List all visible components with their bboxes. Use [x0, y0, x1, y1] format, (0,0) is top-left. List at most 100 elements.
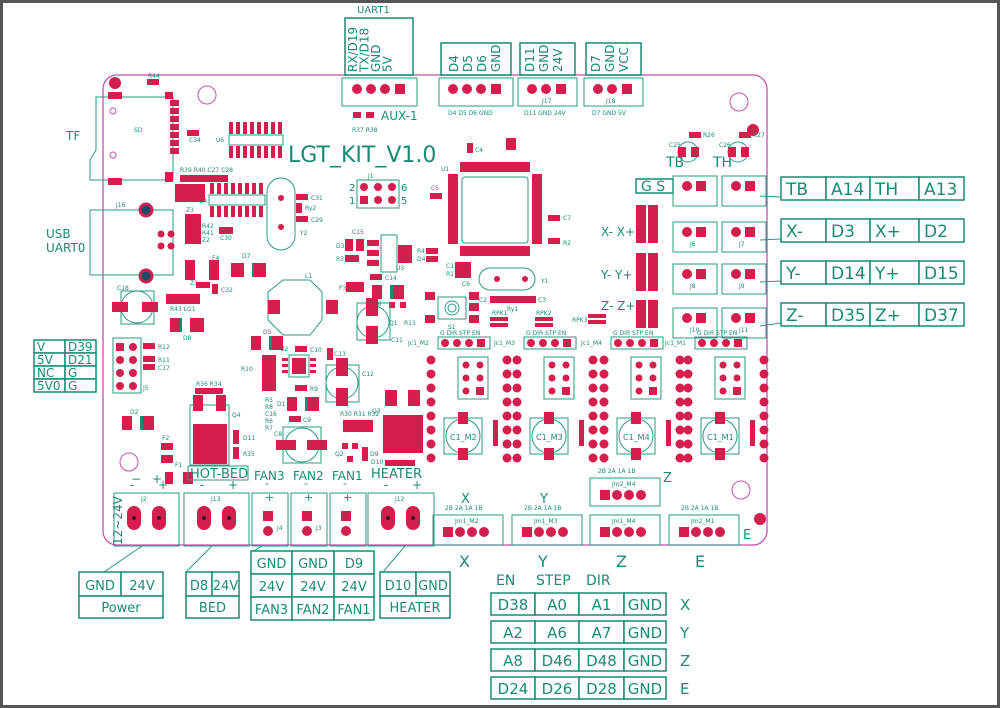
driver-socket-pin — [599, 411, 609, 421]
driver-socket-pin — [683, 383, 693, 393]
table-cell — [78, 595, 164, 619]
uart0-label: UART0 — [46, 241, 85, 255]
driver-resistor — [666, 420, 671, 446]
jumper-pin — [462, 374, 470, 382]
j5-cell-text: 5V0 — [37, 379, 60, 393]
ic-pin — [229, 146, 233, 158]
driver-socket-pin — [683, 425, 693, 435]
driver-socket-pin — [502, 439, 512, 449]
stepper-axis-label: Z — [680, 652, 690, 670]
e-connector-label: E — [743, 528, 751, 543]
driver-socket-pin — [588, 453, 598, 463]
fan-pin — [341, 526, 351, 536]
polarity-minus: - — [343, 477, 347, 490]
j17-caption: D11 GND 24V — [524, 110, 566, 117]
svg-text:R11: R11 — [158, 357, 170, 364]
svg-text:C34: C34 — [189, 137, 201, 144]
svg-text:F1: F1 — [175, 462, 182, 469]
svg-text:D7: D7 — [242, 253, 251, 260]
fan-cell: FAN3 — [255, 603, 288, 618]
power-connector-housing — [183, 492, 250, 547]
svg-text:C6: C6 — [462, 281, 470, 288]
stepper-axis-label: E — [680, 680, 689, 698]
stepper-pin: A1 — [592, 596, 612, 614]
header-pin — [465, 339, 473, 347]
driver-pin-header — [523, 336, 577, 350]
connector-pin — [731, 181, 741, 191]
svg-text:R4: R4 — [417, 248, 425, 255]
jumper-pin — [462, 387, 470, 395]
mounting-hole — [729, 92, 749, 112]
driver-resistor — [750, 420, 755, 446]
c8-ref: C8 — [274, 431, 282, 438]
power-connector-housing — [251, 492, 289, 547]
svg-text:R26: R26 — [703, 132, 715, 139]
svg-text:F2: F2 — [162, 435, 169, 442]
driver-header-ref: Jc1_M1 — [664, 340, 686, 347]
table-cell — [918, 302, 965, 327]
svg-text:U3: U3 — [396, 265, 404, 272]
driver-socket-pin — [426, 411, 436, 421]
motor-pin-labels: 2B 2A 1A 1B — [445, 505, 482, 512]
header-pin — [527, 339, 535, 347]
leader-line — [759, 280, 782, 283]
polarity-plus: + — [152, 472, 162, 486]
ic-pin — [238, 206, 242, 217]
endstop-cell-text: D14 — [831, 264, 866, 284]
motor-connector-housing — [432, 514, 504, 546]
jumper-pin — [548, 374, 556, 382]
ic-pin — [217, 206, 221, 217]
j1-ref: J1 — [367, 173, 374, 180]
motor-axis-label: Z — [616, 552, 627, 571]
tf-label: TF — [65, 129, 80, 143]
svg-text:Ry1: Ry1 — [507, 306, 518, 313]
ic-pin — [229, 122, 233, 134]
u6-ic: U6 — [216, 122, 284, 158]
table-cell — [918, 218, 965, 243]
jumper-pin — [635, 374, 643, 382]
j1-pin-label: 2 — [349, 183, 355, 194]
motor-pin — [600, 527, 610, 537]
driver-socket-pin — [675, 369, 685, 379]
ic-pin — [257, 122, 261, 134]
ic-pin — [236, 122, 240, 134]
table-cell — [78, 571, 122, 597]
svg-text:C25: C25 — [669, 142, 681, 149]
motor-connector-housing — [511, 514, 583, 546]
z2-connector-housing — [589, 477, 661, 507]
jumper-pin — [548, 361, 556, 369]
microstep-jumper — [457, 356, 489, 400]
fan-pin — [302, 511, 312, 521]
polarity-minus: − — [131, 472, 141, 486]
heater-cell: D10 — [385, 579, 412, 594]
svg-text:D3: D3 — [336, 243, 345, 250]
svg-text:R1: R1 — [446, 271, 454, 278]
ic-pin — [243, 146, 247, 158]
ic-pin — [238, 183, 242, 194]
pin-label: D11 — [523, 47, 537, 72]
ic-pin — [245, 206, 249, 217]
hotbed-title: HOT-BED — [190, 467, 248, 482]
uart1-label-box — [344, 17, 414, 76]
motor-pin — [624, 490, 634, 500]
j18-ref: J18 — [605, 98, 616, 105]
c18-capacitor: C18 R43 LG1 D8 — [112, 285, 204, 342]
pin-label: 24V — [551, 48, 565, 72]
q4-mosfet: Q4 R36 R34 D11 R35 — [189, 381, 255, 466]
svg-text:R9: R9 — [310, 386, 318, 393]
stepper-pin: GND — [628, 596, 662, 614]
power-connector-ref: J12 — [394, 496, 405, 503]
stepper-pin: D24 — [498, 680, 529, 698]
driver-socket-pin — [675, 411, 685, 421]
svg-text:D10: D10 — [371, 459, 383, 466]
driver-socket-pin — [512, 453, 522, 463]
endstop-connector — [721, 263, 767, 295]
driver-socket-pin — [759, 397, 769, 407]
fan-cell: FAN1 — [337, 603, 370, 618]
header-pin — [539, 339, 547, 347]
driver-pin-header — [610, 336, 664, 350]
pin-label: 5V — [381, 55, 395, 72]
